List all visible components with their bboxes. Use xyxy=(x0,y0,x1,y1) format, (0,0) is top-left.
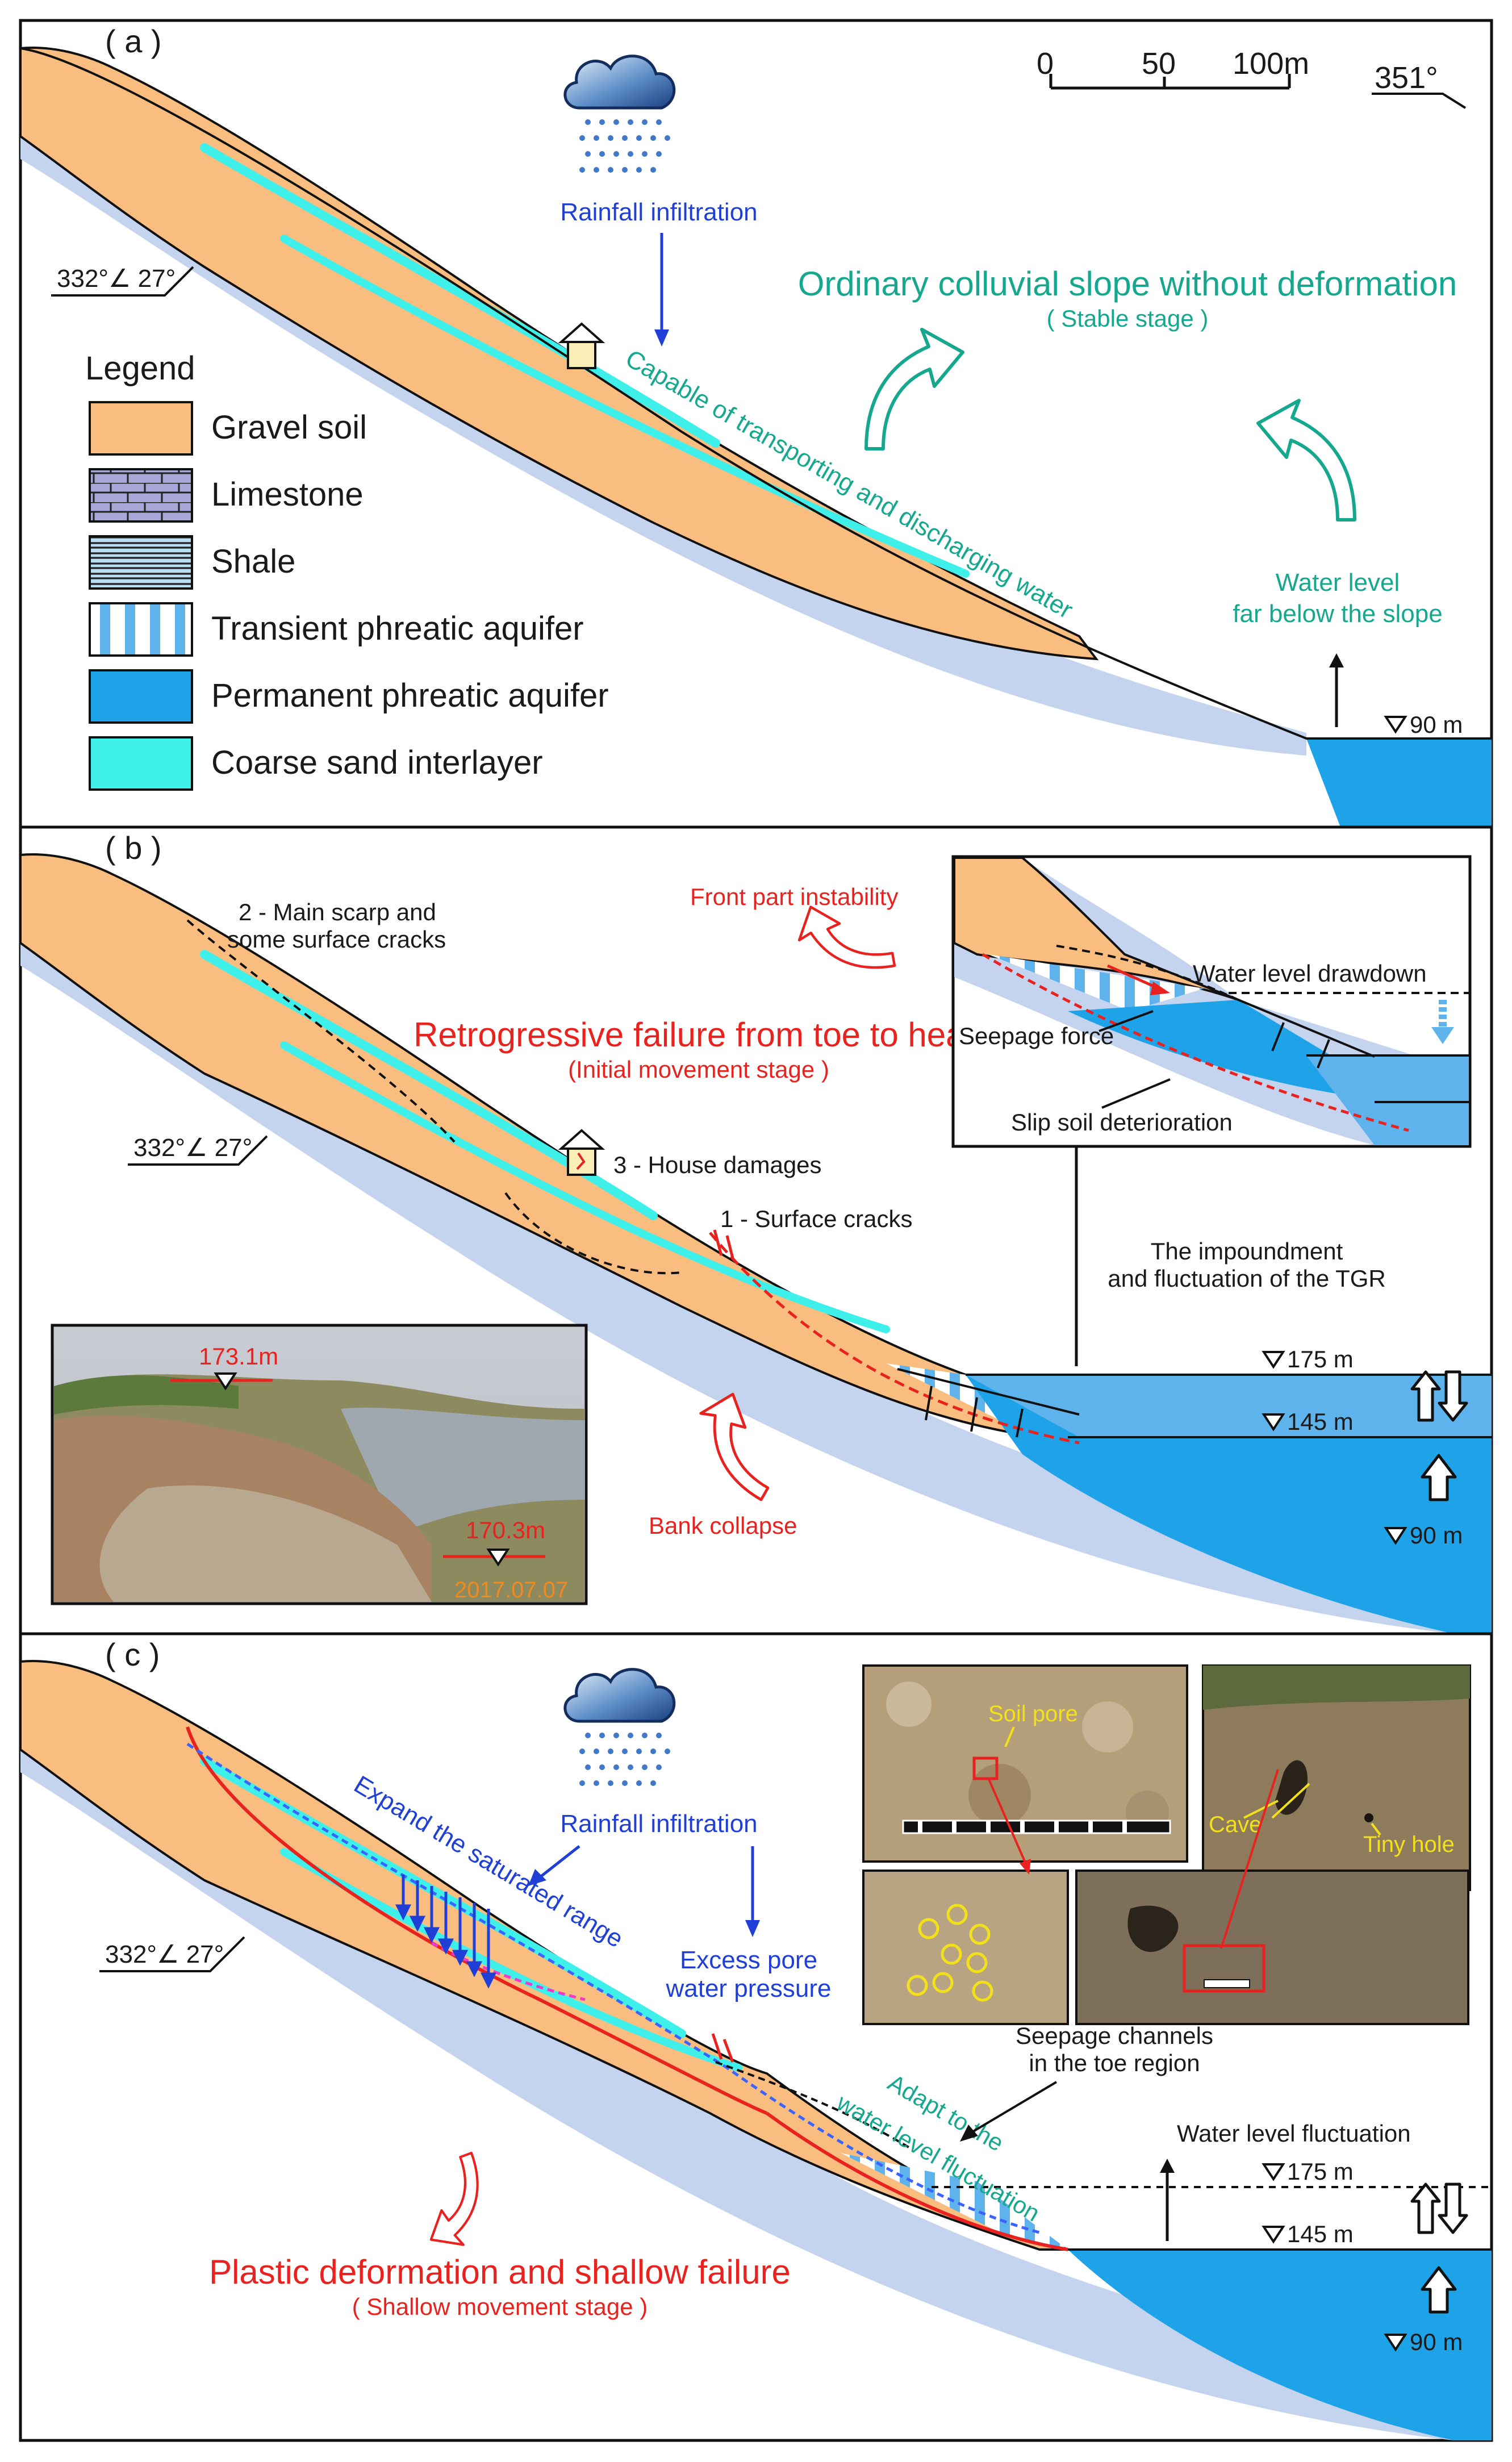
house-damage-label: 3 - House damages xyxy=(613,1151,822,1178)
scarp-label-2: some surface cracks xyxy=(227,926,446,953)
front-instability: Front part instability xyxy=(690,883,898,910)
excess-label-c1: Excess pore xyxy=(680,1946,817,1974)
north-arrow: 351° xyxy=(1372,61,1467,109)
legend-swatch-sand xyxy=(89,736,193,791)
legend-label-gravel: Gravel soil xyxy=(211,409,367,446)
inset-drawdown-label: Water level drawdown xyxy=(1193,960,1427,987)
rain-cloud-icon-a xyxy=(565,56,674,173)
photo-level-top: 173.1m xyxy=(199,1343,278,1370)
level-145-b: 145 m xyxy=(1287,1408,1354,1435)
inset-drawdown: Water level drawdown Seepage force Slip … xyxy=(951,855,1472,1148)
curved-arrow-a2 xyxy=(1258,400,1355,520)
inset-slip-label: Slip soil deterioration xyxy=(1011,1109,1233,1136)
photo-soil-pore: Soil pore xyxy=(862,1664,1188,1863)
transient-aquifer-c xyxy=(841,2153,1068,2250)
sand-layer-a2 xyxy=(280,235,970,578)
panel-a-label: ( a ) xyxy=(105,23,162,59)
legend-label-permanent: Permanent phreatic aquifer xyxy=(211,677,609,714)
legend-label-limestone: Limestone xyxy=(211,476,364,513)
lake-a xyxy=(1306,738,1492,827)
lake-c xyxy=(1068,2250,1492,2440)
panel-b-label: ( b ) xyxy=(105,830,162,866)
excess-label-c2: water pressure xyxy=(665,1975,831,2002)
label-tiny-hole: Tiny hole xyxy=(1363,1832,1455,1857)
ground-line-a xyxy=(20,47,1492,757)
failure-surface-c1 xyxy=(186,1726,768,2115)
water-note-a1: Water level xyxy=(1276,569,1400,596)
panel-b: ( b ) 2 - Main scarp and some surface cr… xyxy=(19,825,1493,1635)
photo-seepage-channel xyxy=(1075,1870,1469,2025)
tgr-label-1: The impoundment xyxy=(1151,1238,1343,1265)
legend-swatch-transient xyxy=(89,602,193,657)
svg-text:351°: 351° xyxy=(1375,61,1438,95)
surface-cracks-label: 1 - Surface cracks xyxy=(720,1205,912,1232)
seepage-label-c2: in the toe region xyxy=(1029,2050,1200,2076)
svg-text:50: 50 xyxy=(1142,47,1176,81)
stage-subtitle-a: ( Stable stage ) xyxy=(1047,305,1209,332)
svg-text:0: 0 xyxy=(1037,47,1054,81)
sand-layer-b2 xyxy=(280,1041,890,1333)
stage-subtitle-c: ( Shallow movement stage ) xyxy=(352,2293,648,2320)
legend-label-sand: Coarse sand interlayer xyxy=(211,744,543,781)
scarp-label-1: 2 - Main scarp and xyxy=(239,899,436,925)
tgr-label-2: and fluctuation of the TGR xyxy=(1108,1265,1386,1292)
saturated-line-c xyxy=(186,1742,1040,2234)
house-damaged-icon xyxy=(558,1129,605,1176)
dip-label-c: 332°∠ 27° xyxy=(105,1941,224,1968)
seepage-label-c1: Seepage channels xyxy=(1016,2022,1213,2049)
lake-b xyxy=(966,1375,1492,1634)
house-icon xyxy=(558,322,605,369)
fluctuation-label-c: Water level fluctuation xyxy=(1177,2120,1411,2147)
dip-label-a: 332°∠ 27° xyxy=(57,265,176,293)
legend-title: Legend xyxy=(85,350,195,387)
slip-surface-b xyxy=(709,1232,1080,1445)
dip-label-b: 332°∠ 27° xyxy=(133,1134,252,1162)
photo-soil-pore-zoom xyxy=(862,1870,1069,2025)
photo-cave: Cave Tiny hole xyxy=(1202,1664,1471,1891)
curved-arrow-c xyxy=(408,2153,500,2255)
failure-surface-c2 xyxy=(766,2112,1068,2251)
scale-bar: 0 50 100m xyxy=(1037,47,1309,90)
legend-label-shale: Shale xyxy=(211,543,295,580)
rain-label-a: Rainfall infiltration xyxy=(560,198,757,226)
legend-label-transient: Transient phreatic aquifer xyxy=(211,610,584,647)
stage-title-c: Plastic deformation and shallow failure xyxy=(209,2253,791,2291)
water-note-a2: far below the slope xyxy=(1233,600,1442,628)
lake-b-light xyxy=(966,1375,1492,1437)
infiltration-arrows-c xyxy=(395,1875,497,1989)
level-145-c: 145 m xyxy=(1287,2221,1354,2247)
panel-a: ( a ) 0 50 100m 351° Rainfall infiltrati… xyxy=(19,19,1493,829)
panel-c-label: ( c ) xyxy=(105,1637,160,1672)
level-175-b: 175 m xyxy=(1287,1346,1354,1372)
legend-swatch-gravel xyxy=(89,401,193,456)
level-90-a: 90 m xyxy=(1410,711,1463,738)
photo-date: 2017.07.07 xyxy=(454,1578,568,1603)
field-photo-b: 173.1m 170.3m 2017.07.07 xyxy=(51,1324,588,1605)
curved-arrow-a1 xyxy=(866,329,963,449)
legend-swatch-limestone xyxy=(89,468,193,523)
level-90-b: 90 m xyxy=(1410,1522,1463,1549)
legend-swatch-permanent xyxy=(89,669,193,724)
sand-layer-b1 xyxy=(200,950,658,1220)
panel-c: ( c ) Expand the saturated range Rainfal… xyxy=(19,1632,1493,2442)
sand-layer-c2 xyxy=(280,1848,742,2072)
stage-subtitle-b: (Initial movement stage ) xyxy=(568,1056,829,1083)
legend-swatch-shale xyxy=(89,535,193,590)
legend: Legend Gravel soil Limestone Shale Trans… xyxy=(85,350,609,791)
sand-layer-a1 xyxy=(200,143,720,448)
level-175-c: 175 m xyxy=(1287,2158,1354,2185)
stage-title-b: Retrogressive failure from toe to head xyxy=(413,1016,984,1054)
svg-text:100m: 100m xyxy=(1233,47,1309,81)
rain-cloud-icon-c xyxy=(565,1670,674,1786)
photo-level-bottom: 170.3m xyxy=(466,1517,545,1543)
inset-seepage-label: Seepage force xyxy=(959,1023,1114,1049)
bank-collapse-label: Bank collapse xyxy=(649,1512,797,1539)
fluctuation-arrow-c xyxy=(1412,2184,1467,2233)
label-soil-pore: Soil pore xyxy=(988,1701,1078,1726)
rain-label-c: Rainfall infiltration xyxy=(560,1810,757,1838)
level-90-c: 90 m xyxy=(1410,2329,1463,2355)
stage-title-a: Ordinary colluvial slope without deforma… xyxy=(798,265,1457,303)
label-cave: Cave xyxy=(1209,1812,1262,1837)
